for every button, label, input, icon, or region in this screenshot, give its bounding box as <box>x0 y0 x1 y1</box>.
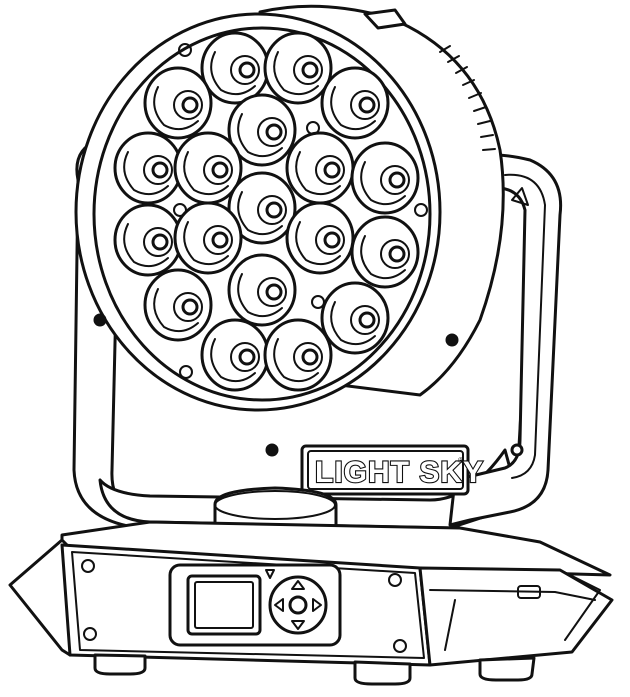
led-lens <box>143 66 213 140</box>
down-arrow-icon[interactable] <box>291 620 305 630</box>
right-arrow-icon[interactable] <box>312 598 322 612</box>
lcd-display <box>186 574 262 636</box>
cooling-fins <box>439 45 496 151</box>
bezel-screw-right <box>445 333 459 347</box>
base-left-end <box>8 538 72 657</box>
up-arrow-icon[interactable] <box>291 580 305 590</box>
keypad <box>265 569 328 635</box>
led-lens-array <box>113 31 420 392</box>
warning-triangle-icon <box>265 569 275 579</box>
brand-label-text: LIGHT SKY <box>315 456 484 489</box>
led-lens <box>285 201 355 275</box>
base-unit <box>8 520 614 686</box>
base-side-handle <box>517 585 541 599</box>
trademark-symbol: ® <box>458 456 464 465</box>
led-lens <box>227 93 297 167</box>
led-lens <box>113 203 183 277</box>
led-lens <box>350 141 420 215</box>
led-lens <box>200 318 270 392</box>
bezel-screw-left <box>93 313 107 327</box>
led-lens <box>227 171 297 245</box>
led-lens <box>263 318 333 392</box>
left-arrow-icon[interactable] <box>274 598 284 612</box>
brand-label: LIGHT SKY ® <box>300 444 484 496</box>
led-lens <box>350 215 420 289</box>
base-right-side <box>418 566 614 667</box>
led-lens <box>320 66 390 140</box>
lens-plate <box>74 12 459 457</box>
led-lens <box>200 31 270 105</box>
enter-button-icon[interactable] <box>288 595 308 615</box>
yoke-right-arm-handle <box>504 173 546 479</box>
led-lens <box>320 281 390 355</box>
led-lens <box>113 131 183 205</box>
led-lens <box>227 253 297 327</box>
led-lens <box>285 131 355 205</box>
led-lens <box>263 31 333 105</box>
lens-plate-holes <box>173 43 428 379</box>
led-lens <box>173 201 243 275</box>
base-feet <box>93 653 536 686</box>
led-lens <box>143 268 213 342</box>
bezel-screw-bottom <box>265 443 279 457</box>
